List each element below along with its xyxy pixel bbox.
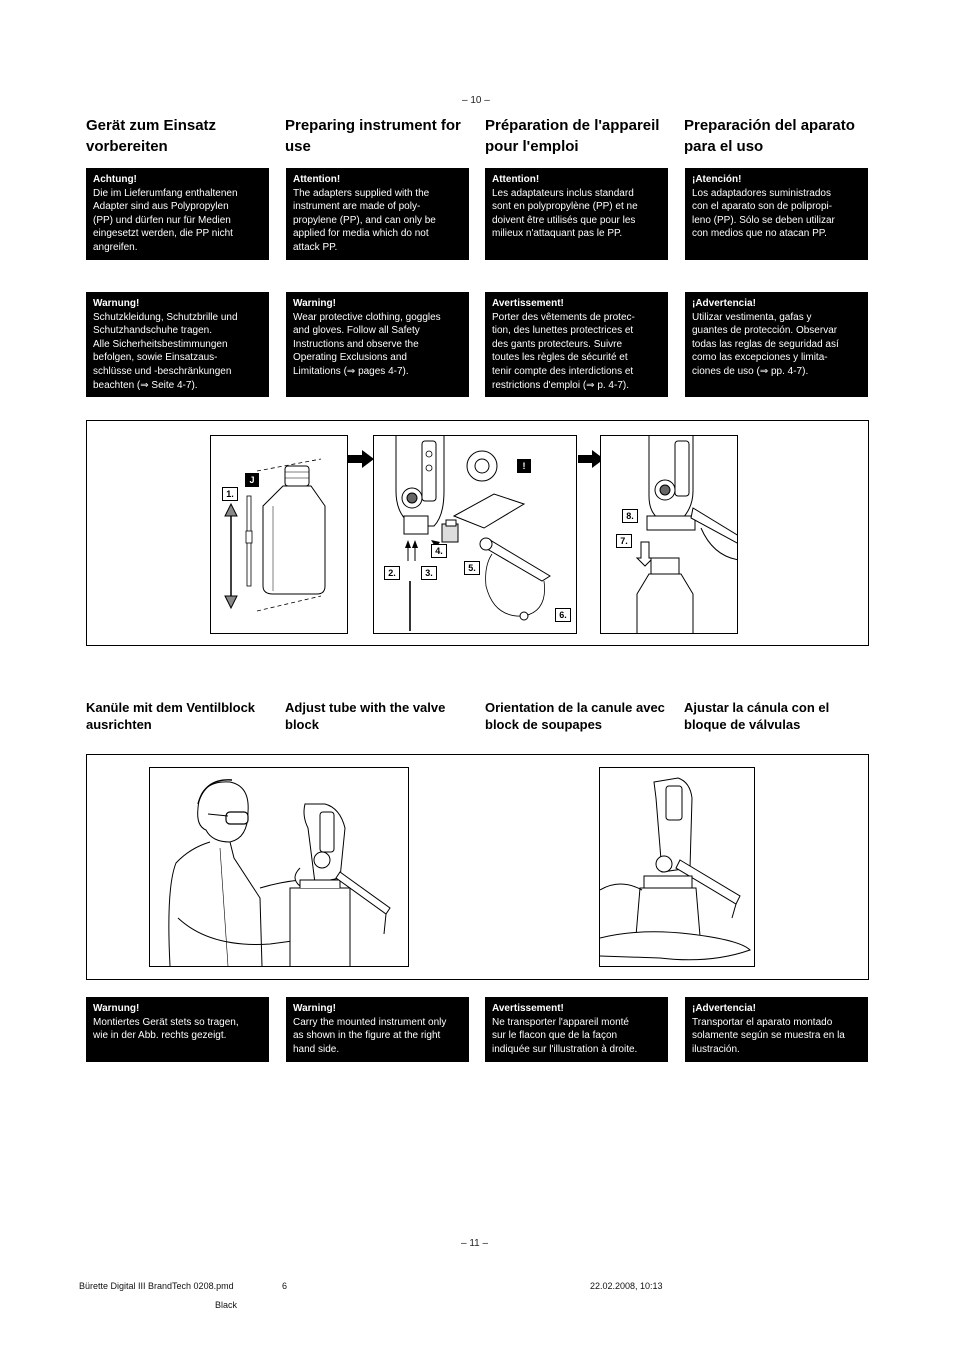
attention-title: ¡Atención! (692, 174, 742, 185)
attention-body: The adapters supplied with the instrumen… (293, 187, 436, 253)
heading-es: Preparación del aparato para el uso (684, 117, 855, 155)
heading-fr: Préparation de l'appareil pour l'emploi (485, 117, 660, 155)
step-label-1: 1. (222, 487, 238, 501)
page-number-top: – 10 – (462, 95, 490, 106)
heading2-fr: Orientation de la canule avec block de s… (485, 700, 665, 732)
warning-box-de: Warnung! Schutzkleidung, Schutzbrille un… (86, 292, 269, 397)
illustration-carry-correct (599, 767, 755, 967)
step-label-3: 3. (421, 566, 437, 580)
step-label-7: 7. (616, 534, 632, 548)
attention-body: Die im Lieferumfang enthaltenen Adapter … (93, 187, 238, 253)
arrow-right-icon (348, 450, 374, 468)
attention-title: Attention! (492, 174, 540, 185)
warning-title: ¡Advertencia! (692, 298, 756, 309)
illustration-mounting-on-bottle: 8. 7. (600, 435, 738, 634)
warning-body: Wear protective clothing, goggles and gl… (293, 311, 441, 377)
step-label-2: 2. (384, 566, 400, 580)
step-label-8: 8. (622, 509, 638, 523)
warning-body: Carry the mounted instrument only as sho… (293, 1016, 447, 1055)
warning-body: Transportar el aparato montado solamente… (692, 1016, 845, 1055)
attention-box-de: Achtung! Die im Lieferumfang enthaltenen… (86, 168, 269, 260)
warning-box-es: ¡Advertencia! Utilizar vestimenta, gafas… (685, 292, 868, 397)
warning-title: Warnung! (93, 1003, 140, 1014)
warning-title: Warning! (293, 298, 336, 309)
warning-title: Avertissement! (492, 298, 564, 309)
heading2-en: Adjust tube with the valve block (285, 700, 446, 732)
step-label-6: 6. (555, 608, 571, 622)
warning-title: Warnung! (93, 298, 140, 309)
heading2-de: Kanüle mit dem Ventilblock ausrichten (86, 700, 256, 732)
footer-color: Black (215, 1300, 238, 1310)
footer-filename: Bürette Digital III BrandTech 0208.pmd (79, 1281, 234, 1291)
warning-body: Porter des vêtements de protec- tion, de… (492, 311, 635, 391)
warning2-box-fr: Avertissement! Ne transporter l'appareil… (485, 997, 668, 1062)
attention-box-en: Attention! The adapters supplied with th… (286, 168, 469, 260)
footer-datetime: 22.02.2008, 10:13 (590, 1281, 663, 1291)
tag-warning: ! (517, 459, 531, 473)
attention-body: Les adaptateurs inclus standard sont en … (492, 187, 638, 240)
attention-body: Los adaptadores suministrados con el apa… (692, 187, 835, 240)
step-label-4: 4. (431, 544, 447, 558)
arrow-right-icon (578, 450, 604, 468)
tag-j: J (245, 473, 259, 487)
illustration-filling-tube-bottle: 1. J (210, 435, 348, 634)
attention-title: Attention! (293, 174, 341, 185)
attention-box-fr: Attention! Les adaptateurs inclus standa… (485, 168, 668, 260)
attention-title: Achtung! (93, 174, 137, 185)
heading-de: Gerät zum Einsatz vorbereiten (86, 117, 217, 155)
warning-box-en: Warning! Wear protective clothing, goggl… (286, 292, 469, 397)
page-number-bottom: – 11 – (461, 1238, 489, 1249)
warning-title: Warning! (293, 1003, 336, 1014)
step-label-5: 5. (464, 561, 480, 575)
attention-box-es: ¡Atención! Los adaptadores suministrados… (685, 168, 868, 260)
warning-body: Utilizar vestimenta, gafas y guantes de … (692, 311, 839, 377)
warning-body: Montiertes Gerät stets so tragen, wie in… (93, 1016, 239, 1042)
heading2-es: Ajustar la cánula con el bloque de válvu… (684, 700, 830, 732)
warning2-box-es: ¡Advertencia! Transportar el aparato mon… (685, 997, 868, 1062)
illustration-valve-block-assembly: ! 2. 3. 4. 5. 6. (373, 435, 577, 634)
heading-en: Preparing instrument for use (285, 117, 461, 155)
warning-box-fr: Avertissement! Porter des vêtements de p… (485, 292, 668, 397)
warning-title: ¡Advertencia! (692, 1003, 756, 1014)
warning2-box-de: Warnung! Montiertes Gerät stets so trage… (86, 997, 269, 1062)
illustration-person-carrying (149, 767, 409, 967)
footer-page: 6 (282, 1281, 288, 1291)
warning-body: Ne transporter l'appareil monté sur le f… (492, 1016, 638, 1055)
warning-title: Avertissement! (492, 1003, 564, 1014)
warning2-box-en: Warning! Carry the mounted instrument on… (286, 997, 469, 1062)
warning-body: Schutzkleidung, Schutzbrille und Schutzh… (93, 311, 238, 391)
